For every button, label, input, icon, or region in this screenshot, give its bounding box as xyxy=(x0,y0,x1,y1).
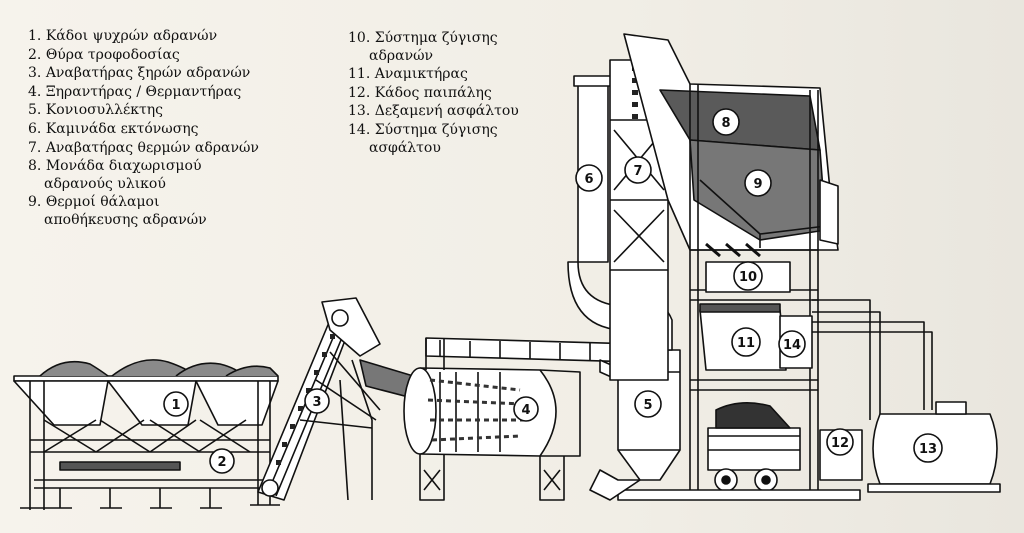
callout-6: 6 xyxy=(575,164,603,192)
legend-item-6: 6. Καμινάδα εκτόνωσης xyxy=(28,120,199,137)
legend-left: 1. Κάδοι ψυχρών αδρανών 2. Θύρα τροφοδοσ… xyxy=(28,28,328,231)
callout-2: 2 xyxy=(209,448,235,474)
callout-9: 9 xyxy=(744,169,772,197)
mixing-tower xyxy=(623,33,839,490)
svg-text:5: 5 xyxy=(643,398,652,413)
callout-5: 5 xyxy=(634,390,662,418)
callout-4: 4 xyxy=(513,396,539,422)
callout-11: 11 xyxy=(731,327,761,357)
svg-text:14: 14 xyxy=(783,338,801,353)
svg-text:8: 8 xyxy=(721,116,730,131)
svg-text:6: 6 xyxy=(584,172,593,187)
callout-12: 12 xyxy=(826,428,854,456)
svg-text:10: 10 xyxy=(739,270,757,285)
callout-1: 1 xyxy=(163,391,189,417)
legend-item-4: 4. Ξηραντήρας / Θερμαντήρας xyxy=(28,83,242,100)
legend-item-3: 3. Αναβατήρας ξηρών αδρανών xyxy=(28,65,251,82)
legend-item-5: 5. Κονιοσυλλέκτης xyxy=(28,102,163,119)
callout-13: 13 xyxy=(913,433,943,463)
legend-item-2: 2. Θύρα τροφοδοσίας xyxy=(28,46,180,63)
svg-text:3: 3 xyxy=(312,395,321,410)
legend-item-1: 1. Κάδοι ψυχρών αδρανών xyxy=(28,28,218,44)
truck xyxy=(707,402,801,492)
legend-item-7: 7. Αναβατήρας θερμών αδρανών xyxy=(28,139,259,156)
callout-3: 3 xyxy=(304,388,330,414)
svg-text:2: 2 xyxy=(217,455,226,470)
callouts: 1 2 3 4 5 6 7 8 9 10 11 12 xyxy=(163,108,943,474)
callout-10: 10 xyxy=(733,261,763,291)
drier-drum xyxy=(403,367,581,501)
svg-text:11: 11 xyxy=(737,336,755,351)
legend-item-12: 12. Κάδος παιπάλης xyxy=(348,84,492,101)
svg-text:13: 13 xyxy=(919,442,937,457)
svg-text:1: 1 xyxy=(171,398,180,413)
svg-text:4: 4 xyxy=(521,403,530,418)
svg-text:9: 9 xyxy=(753,177,762,192)
callout-8: 8 xyxy=(712,108,740,136)
callout-7: 7 xyxy=(624,156,652,184)
callout-14: 14 xyxy=(778,330,806,358)
svg-text:7: 7 xyxy=(633,164,642,179)
cold-feed-bins xyxy=(13,359,280,510)
legend-item-11: 11. Αναμικτήρας xyxy=(348,66,468,83)
cold-elevator xyxy=(257,297,381,501)
svg-text:12: 12 xyxy=(831,436,849,451)
legend-item-13: 13. Δεξαμενή ασφάλτου xyxy=(348,103,519,120)
